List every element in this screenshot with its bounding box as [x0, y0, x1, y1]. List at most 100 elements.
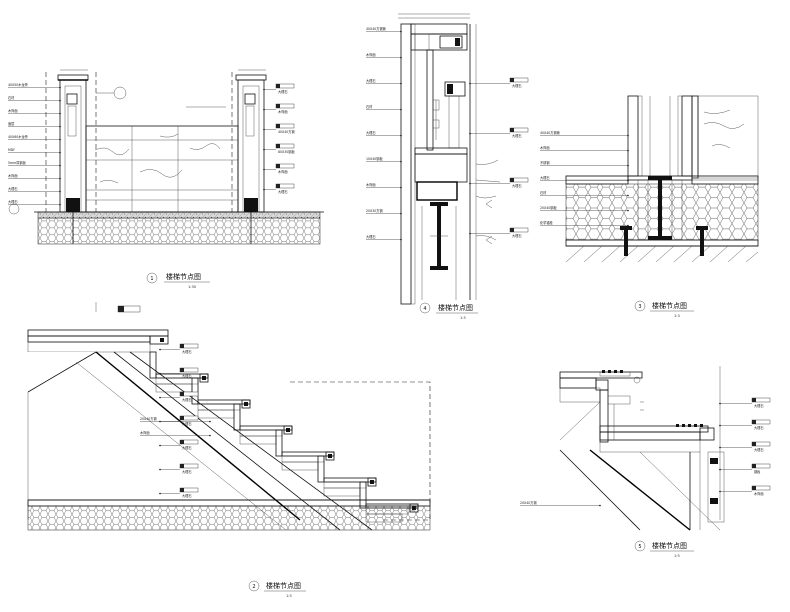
detail-2-drawing — [27, 302, 431, 531]
callout-text: 面层 — [8, 121, 14, 126]
stair-step — [317, 455, 377, 497]
callout-label: 石材 — [366, 104, 402, 111]
detail-number: 1 — [150, 276, 153, 282]
detail-number: 5 — [638, 544, 641, 550]
callout-label: 大理石 — [719, 397, 771, 408]
callout-text: 木饰面 — [366, 182, 376, 187]
callout-text: 大理石 — [540, 175, 550, 180]
callout-label: 大理石 — [540, 175, 629, 182]
callout-label: 大理石 — [366, 78, 402, 85]
detail-title-2: 2 楼梯节点图 1:5 — [248, 580, 306, 598]
callout-text: 40X60木龙骨 — [8, 134, 28, 139]
callout-text: 钢板 — [754, 469, 761, 474]
callout-text: 大理石 — [182, 373, 192, 378]
callout-text: 大理石 — [754, 447, 764, 452]
detail-title-1: 1 楼梯节点图 1:30 — [146, 272, 210, 289]
callout-label: 大理石 — [8, 199, 61, 206]
detail-scale: 1:3 — [674, 314, 680, 318]
callout-label: 木饰面 — [366, 52, 402, 59]
callout-label: 大理石 — [159, 391, 199, 402]
callout-label: 大理石 — [159, 439, 199, 450]
detail-title-text: 楼梯节点图 — [438, 303, 473, 312]
callout-text: 化学锚栓 — [540, 220, 554, 225]
detail-title-5: 5 楼梯节点图 1:5 — [634, 540, 694, 558]
callout-text: 40X40方钢管 — [540, 130, 560, 135]
callout-label: 化学锚栓 — [540, 220, 629, 227]
callout-label: 5mm厚钢板 — [8, 160, 61, 167]
callout-label: 木饰面 — [263, 103, 295, 114]
callout-text: 不锈钢 — [540, 160, 550, 165]
callout-label: 大理石 — [8, 186, 61, 193]
callout-text: 大理石 — [182, 493, 192, 498]
callout-text: 大理石 — [512, 233, 522, 238]
callout-label: 大理石 — [366, 234, 402, 241]
detail-number: 4 — [423, 306, 426, 312]
callout-label: 木饰面 — [8, 173, 61, 180]
callout-label: 20X40钢板 — [540, 205, 629, 212]
callout-label: 大理石 — [469, 227, 529, 238]
callout-text: 大理石 — [512, 183, 522, 188]
stair-step — [149, 351, 209, 393]
callout-text: 大理石 — [512, 83, 522, 88]
detail-scale: 1:5 — [286, 594, 292, 598]
detail-title-3: 3 楼梯节点图 1:3 — [634, 300, 694, 318]
callout-label: 大理石 — [159, 487, 199, 498]
callout-text: 木饰面 — [8, 108, 18, 113]
callout-label: 大理石 — [469, 77, 529, 88]
callout-text: 大理石 — [754, 425, 764, 430]
callout-text: 80X30钢板 — [278, 149, 295, 154]
callout-text: 大理石 — [278, 89, 288, 94]
callout-label: 大理石 — [719, 441, 771, 452]
callout-label: 大理石 — [159, 463, 199, 474]
stair-step — [275, 429, 335, 471]
callout-text: MDF — [8, 148, 15, 152]
callout-label: 40X60木龙骨 — [8, 134, 61, 141]
callout-label: 大理石 — [366, 130, 402, 137]
callout-label: 80X30钢板 — [263, 143, 295, 154]
callout-label: 大理石 — [159, 367, 199, 378]
callout-label: 木饰面 — [263, 163, 295, 174]
callout-text: 大理石 — [8, 199, 18, 204]
callout-label: 40X40方钢 — [263, 123, 295, 134]
callout-label: 40X50木龙骨 — [8, 82, 61, 89]
callout-label: 大理石 — [159, 343, 199, 354]
callout-text: 20X40方钢 — [140, 416, 157, 421]
detail-scale: 1:30 — [188, 285, 197, 289]
detail-number: 3 — [638, 304, 641, 310]
callout-label: 大理石 — [469, 127, 529, 138]
callout-label: 木饰面 — [8, 108, 61, 115]
callout-text: 40X40方钢 — [278, 129, 295, 134]
detail-title-4: 4 楼梯节点图 1:5 — [419, 302, 478, 320]
callout-label: 大理石 — [719, 419, 771, 430]
callout-text: 大理石 — [182, 469, 192, 474]
callout-label: 大理石 — [469, 177, 529, 188]
callout-text: 大理石 — [182, 349, 192, 354]
callout-text: 大理石 — [366, 234, 376, 239]
callout-label: 面层 — [8, 121, 61, 128]
callout-text: 大理石 — [278, 189, 288, 194]
detail-1-drawing — [8, 69, 324, 245]
callout-text: 大理石 — [182, 397, 192, 402]
callout-text: 大理石 — [366, 130, 376, 135]
callout-text: 木饰面 — [8, 173, 18, 178]
callout-label: MDF — [8, 148, 61, 154]
callout-label: 20X30方钢 — [366, 208, 402, 215]
callout-text: 石材 — [540, 190, 547, 195]
detail-title-text: 楼梯节点图 — [652, 301, 687, 310]
callout-text: 大理石 — [182, 445, 192, 450]
callout-text: 40X50木龙骨 — [8, 82, 28, 87]
detail-5-callouts-left: 20X40方钢 — [520, 500, 601, 507]
stair-step — [191, 377, 251, 419]
callout-text: 木饰面 — [140, 430, 150, 435]
callout-text: 5mm厚钢板 — [8, 160, 27, 165]
callout-label: 不锈钢 — [540, 160, 629, 167]
callout-label: 20X40方钢 — [520, 500, 601, 507]
callout-text: 10X40钢板 — [366, 156, 383, 161]
callout-label: 大理石 — [159, 415, 199, 426]
detail-scale: 1:5 — [460, 316, 466, 320]
callout-text: 木饰面 — [278, 109, 288, 114]
